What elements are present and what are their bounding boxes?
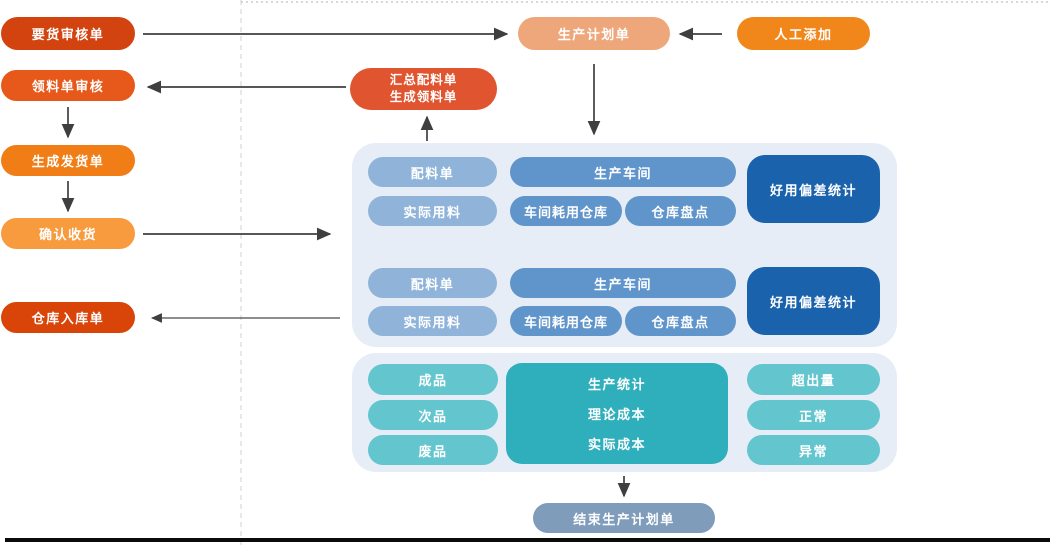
node-picking-review: 领料单审核: [1, 70, 135, 101]
node-summary-picking: 汇总配料单 生成领料单: [350, 68, 497, 110]
node-defective-goods: 次品: [368, 400, 498, 430]
summary-line-1: 汇总配料单: [389, 72, 458, 87]
node-normal: 正常: [747, 400, 880, 430]
node-end-production-plan: 结束生产计划单: [533, 503, 715, 533]
node-abnormal: 异常: [747, 435, 880, 465]
node-workshop-1: 生产车间: [510, 157, 736, 187]
node-create-delivery: 生成发货单: [1, 145, 135, 176]
node-finished-goods: 成品: [368, 364, 498, 395]
summary-line-2: 生成领料单: [389, 90, 458, 104]
stats-line-theoretical-cost: 理论成本: [587, 406, 646, 422]
node-manual-add: 人工添加: [737, 17, 870, 50]
node-consumption-1: 车间耗用仓库: [510, 196, 622, 226]
node-actual-usage-1: 实际用料: [368, 196, 497, 226]
node-demand-review: 要货审核单: [1, 17, 135, 50]
node-consumption-2: 车间耗用仓库: [510, 306, 622, 336]
stats-line-production: 生产统计: [587, 377, 646, 393]
node-warehouse-inbound: 仓库入库单: [1, 302, 135, 333]
bottom-divider: [5, 538, 1050, 542]
node-deviation-2: 好用偏差统计: [747, 267, 880, 335]
node-production-plan: 生产计划单: [518, 17, 670, 50]
node-workshop-2: 生产车间: [510, 268, 736, 298]
node-batching-1: 配料单: [368, 157, 497, 187]
node-actual-usage-2: 实际用料: [368, 306, 497, 336]
node-stocktake-1: 仓库盘点: [625, 196, 736, 226]
node-stocktake-2: 仓库盘点: [625, 306, 736, 336]
node-excess-amount: 超出量: [747, 364, 880, 395]
stats-line-actual-cost: 实际成本: [587, 436, 646, 452]
node-deviation-1: 好用偏差统计: [747, 155, 880, 223]
node-production-stats: 生产统计 理论成本 实际成本: [506, 363, 728, 464]
node-scrap-goods: 废品: [368, 435, 498, 465]
node-batching-2: 配料单: [368, 268, 497, 298]
node-confirm-receipt: 确认收货: [1, 218, 135, 249]
